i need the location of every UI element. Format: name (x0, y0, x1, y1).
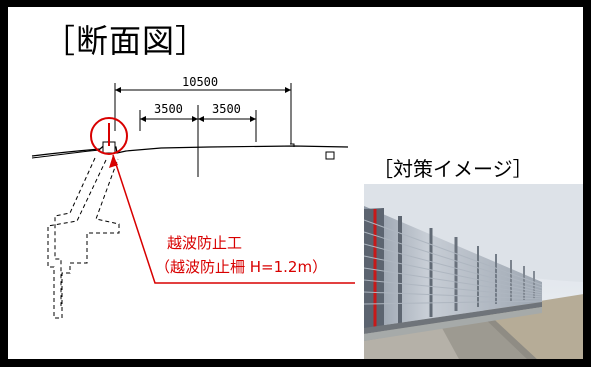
dimension-right: 3500 (212, 102, 241, 116)
cross-section-drawing: 10500 3500 3500 (31, 75, 355, 319)
seawall-annotation: 越波防止工 （越波防止柵 H=1.2m） (155, 231, 327, 279)
highlight-marker (90, 117, 355, 284)
dimension-total: 10500 (182, 75, 218, 89)
annotation-detail: （越波防止柵 H=1.2m） (155, 258, 328, 276)
annotation-title: 越波防止工 (167, 234, 243, 252)
dimension-left: 3500 (154, 102, 183, 116)
diagram-panel: ［断面図］ 10500 3500 3500 (6, 5, 585, 361)
image-label: ［対策イメージ］ (373, 157, 533, 181)
countermeasure-photo (364, 184, 583, 359)
foundation-outline (47, 157, 120, 319)
dimension-lines: 10500 3500 3500 (114, 75, 292, 177)
road-profile (31, 139, 349, 160)
section-title: ［断面図］ (43, 22, 209, 60)
